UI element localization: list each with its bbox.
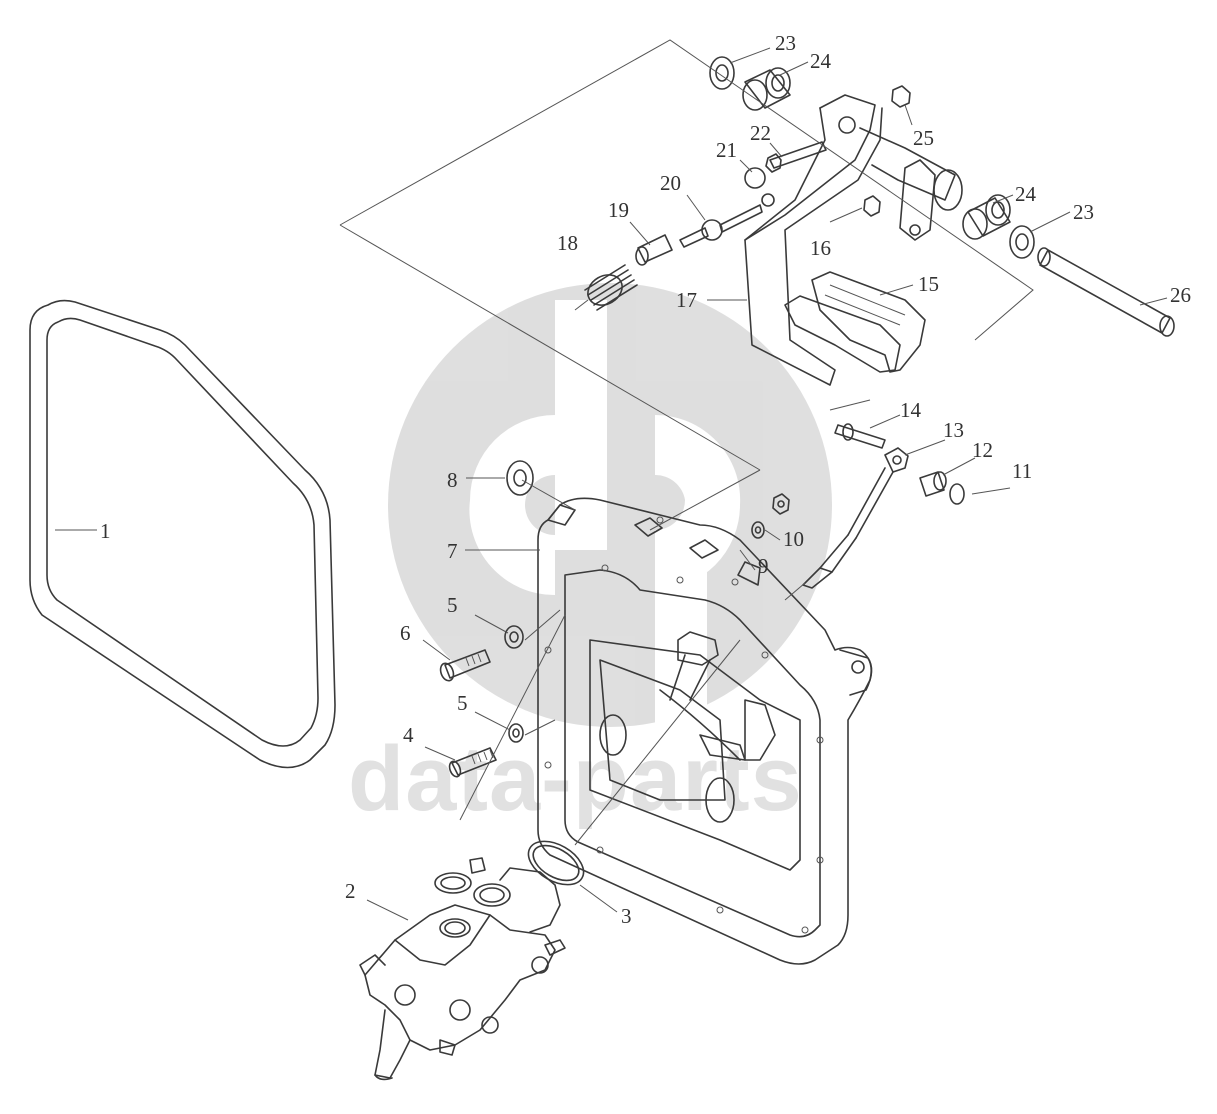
callout-24-upper: 24	[810, 49, 832, 73]
part-8-washer	[506, 460, 534, 496]
callout-18: 18	[557, 231, 578, 255]
part-2-valve-body	[359, 857, 566, 1081]
part-21-ball	[744, 167, 766, 189]
part-11-clip	[949, 483, 965, 505]
part-12-bushing	[919, 471, 947, 497]
part-4-bolt	[448, 747, 497, 778]
part-24-bearing-lower	[962, 194, 1011, 240]
part-10-nut	[772, 493, 790, 515]
callout-23-upper: 23	[775, 31, 796, 55]
callout-8: 8	[447, 468, 458, 492]
callout-9: 9	[758, 554, 769, 578]
callout-20: 20	[660, 171, 681, 195]
callout-19: 19	[608, 198, 629, 222]
part-18-spring	[584, 264, 638, 311]
part-5-washer-lower	[508, 723, 524, 743]
callout-25: 25	[913, 126, 934, 150]
callout-leaders	[55, 47, 1168, 921]
assembly-guide-lines	[339, 39, 1034, 846]
callout-5-upper: 5	[447, 593, 458, 617]
callout-6: 6	[400, 621, 411, 645]
part-25-nut	[891, 85, 911, 108]
part-15-pedal-pad	[784, 271, 926, 373]
callout-labels: 1 2 3 4 5 5 6 7 8 9 10 11 12 13 14 15 16…	[100, 31, 1191, 928]
callout-2: 2	[345, 879, 356, 903]
callout-5-lower: 5	[457, 691, 468, 715]
watermark-text: data-parts	[348, 728, 803, 830]
callout-26: 26	[1170, 283, 1191, 307]
callout-12: 12	[972, 438, 993, 462]
callout-3: 3	[621, 904, 632, 928]
part-14-pin	[834, 423, 886, 449]
callout-1: 1	[100, 519, 111, 543]
callout-4: 4	[403, 723, 414, 747]
callout-11: 11	[1012, 459, 1032, 483]
part-20-ball-rod	[679, 204, 763, 248]
part-23-seal-lower	[1009, 225, 1035, 259]
part-24-bearing-upper	[742, 67, 791, 111]
callout-24-lower: 24	[1015, 182, 1037, 206]
part-3-o-ring	[527, 840, 585, 886]
part-6-bolt	[439, 649, 491, 682]
part-22-bolt	[765, 141, 827, 173]
part-13-push-rod	[802, 447, 909, 589]
callout-14: 14	[900, 398, 922, 422]
callout-16: 16	[810, 236, 831, 260]
part-23-seal-upper	[709, 56, 735, 90]
callout-7: 7	[447, 539, 458, 563]
part-19-bushing	[635, 234, 673, 266]
part-16-nut	[863, 195, 881, 217]
part-9-washer	[751, 521, 765, 539]
watermark-logo	[388, 283, 832, 730]
callout-15: 15	[918, 272, 939, 296]
callout-13: 13	[943, 418, 964, 442]
part-26-shaft	[1037, 247, 1175, 337]
part-1-gasket	[29, 299, 336, 769]
pedal-hub	[859, 127, 963, 241]
callout-17: 17	[676, 288, 697, 312]
callout-10: 10	[783, 527, 804, 551]
callout-21: 21	[716, 138, 737, 162]
callout-23-lower: 23	[1073, 200, 1094, 224]
part-17-pedal-arm	[744, 94, 883, 386]
part-5-washer-upper	[504, 625, 524, 649]
part-7-housing	[537, 497, 873, 965]
callout-22: 22	[750, 121, 771, 145]
